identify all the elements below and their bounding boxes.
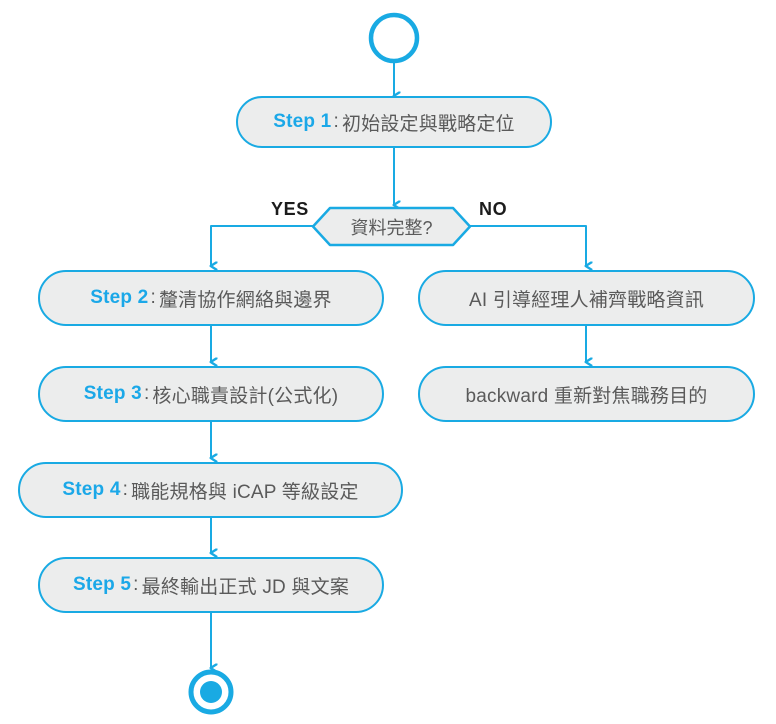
node-step3-separator: : (143, 383, 150, 404)
connector-decision-no (470, 225, 586, 266)
node-step2[interactable]: Step 2:釐清協作網絡與邊界 (38, 270, 384, 326)
node-backward[interactable]: backward 重新對焦職務目的 (418, 366, 755, 422)
node-backward-text: backward 重新對焦職務目的 (465, 385, 708, 407)
decision-node[interactable]: 資料完整? (313, 208, 470, 246)
decision-hexagon (311, 206, 472, 247)
node-step3-tag: Step 3 (83, 383, 142, 404)
node-step3-text: 核心職責設計(公式化) (152, 385, 339, 407)
end-node-ring (188, 669, 234, 715)
start-node-circle (368, 12, 420, 64)
node-step3[interactable]: Step 3:核心職責設計(公式化) (38, 366, 384, 422)
node-step5-text: 最終輸出正式 JD 與文案 (141, 576, 350, 598)
connector-decision-yes (211, 225, 313, 266)
node-step1-separator: : (333, 111, 339, 132)
end-node-core (200, 681, 222, 703)
node-step4-tag: Step 4 (62, 479, 121, 500)
node-step2-tag: Step 2 (90, 287, 149, 308)
node-step5-separator: : (133, 574, 139, 595)
node-step4-text: 職能規格與 iCAP 等級設定 (131, 481, 359, 503)
node-ai-guide-text: AI 引導經理人補齊戰略資訊 (468, 289, 705, 311)
node-step1[interactable]: Step 1:初始設定與戰略定位 (236, 96, 552, 148)
node-ai-guide[interactable]: AI 引導經理人補齊戰略資訊 (418, 270, 755, 326)
branch-label-yes: YES (271, 199, 309, 219)
node-step2-text: 釐清協作網絡與邊界 (158, 289, 332, 311)
node-step1-tag: Step 1 (273, 111, 332, 132)
branch-label-no: NO (479, 199, 508, 219)
node-step1-text: 初始設定與戰略定位 (341, 113, 515, 135)
node-step4-separator: : (122, 479, 129, 500)
node-step2-separator: : (150, 287, 156, 308)
decision-label: 資料完整? (350, 218, 433, 238)
node-step5-tag: Step 5 (72, 574, 132, 595)
node-step5[interactable]: Step 5:最終輸出正式 JD 與文案 (38, 557, 384, 613)
node-step4[interactable]: Step 4:職能規格與 iCAP 等級設定 (18, 462, 403, 518)
